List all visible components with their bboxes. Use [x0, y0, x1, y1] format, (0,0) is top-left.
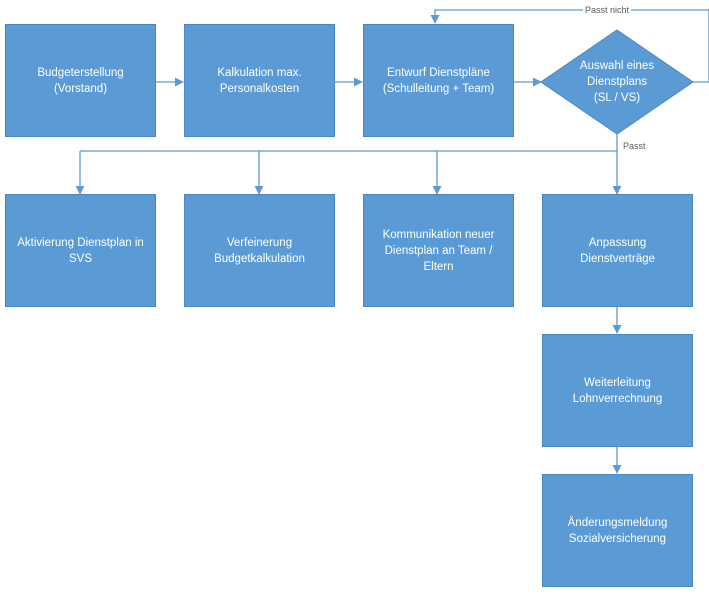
node-verfeinerung: Verfeinerung Budgetkalkulation	[184, 194, 335, 307]
arrow-passt-nicht-loop	[430, 9, 709, 83]
node-anpassung-dienstvertraege: Anpassung Dienstverträge	[542, 194, 693, 307]
node-kommunikation: Kommunikation neuer Dienstplan an Team /…	[363, 194, 514, 307]
edge-label-passt-nicht: Passt nicht	[583, 5, 632, 16]
node-auswahl-dienstplan: Auswahl eines Dienstplans (SL / VS)	[579, 60, 655, 104]
decision-diamond	[540, 29, 694, 135]
node-aenderungsmeldung: Änderungsmeldung Sozialversicherung	[542, 474, 693, 587]
node-entwurf-dienstplaene: Entwurf Dienstpläne (Schulleitung + Team…	[363, 24, 514, 137]
node-kalkulation: Kalkulation max. Personalkosten	[184, 24, 335, 137]
node-weiterleitung-lohnverrechnung: Weiterleitung Lohnverrechnung	[542, 334, 693, 447]
node-budgeterstellung: Budgeterstellung (Vorstand)	[5, 24, 156, 137]
edge-label-passt: Passt	[621, 141, 648, 152]
node-aktivierung-dienstplan: Aktivierung Dienstplan in SVS	[5, 194, 156, 307]
